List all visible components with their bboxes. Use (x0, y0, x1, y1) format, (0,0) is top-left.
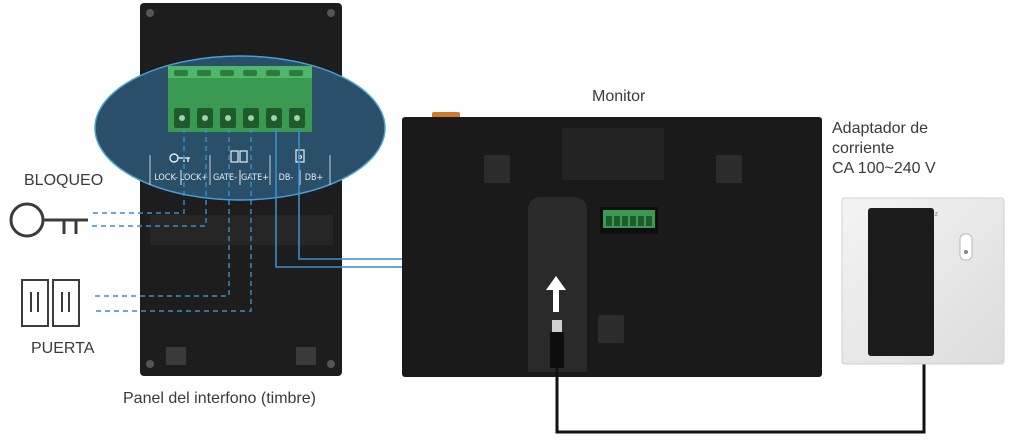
monitor-label: Monitor (592, 88, 646, 105)
gate-door-icon (21, 279, 80, 327)
panel-label: Panel del interfono (timbre) (123, 390, 316, 407)
terminal-label-lock-minus: LOCK- (154, 173, 178, 183)
adapter-label-line-1: Adaptador de (832, 120, 929, 137)
terminal-label-gate-minus: GATE- (213, 173, 237, 183)
terminal-label-lock-plus: LOCK+ (180, 173, 208, 183)
gate-icon (230, 150, 248, 163)
lock-gate-wires (92, 128, 252, 312)
screw-icon (327, 360, 335, 368)
terminal-label-db-plus: DB+ (305, 173, 324, 183)
screw-icon (146, 360, 154, 368)
monitor-terminal-block (600, 207, 658, 234)
monitor-back (402, 112, 822, 377)
terminal-label-db-minus: DB- (279, 173, 294, 183)
terminal-label-gate-plus: GATE+ (241, 173, 269, 183)
power-adapter (868, 208, 934, 356)
lock-label: BLOQUEO (24, 172, 104, 189)
adapter-label-line-2: corriente (832, 140, 895, 157)
lock-key-icon (9, 202, 88, 238)
adapter-label: Adaptador de corriente CA 100~240 V (832, 119, 936, 179)
power-cable (555, 350, 926, 434)
panel-terminal-block (168, 66, 312, 132)
gate-label: PUERTA (31, 340, 95, 357)
screw-icon (146, 9, 154, 17)
dc-plug (552, 320, 562, 332)
terminal-zoom-callout: LOCK- LOCK+ GATE- GATE+ DB- DB+ (94, 55, 386, 201)
adapter-label-line-3: CA 100~240 V (832, 160, 936, 177)
screw-icon (327, 9, 335, 17)
arrow-up-icon (546, 276, 566, 312)
